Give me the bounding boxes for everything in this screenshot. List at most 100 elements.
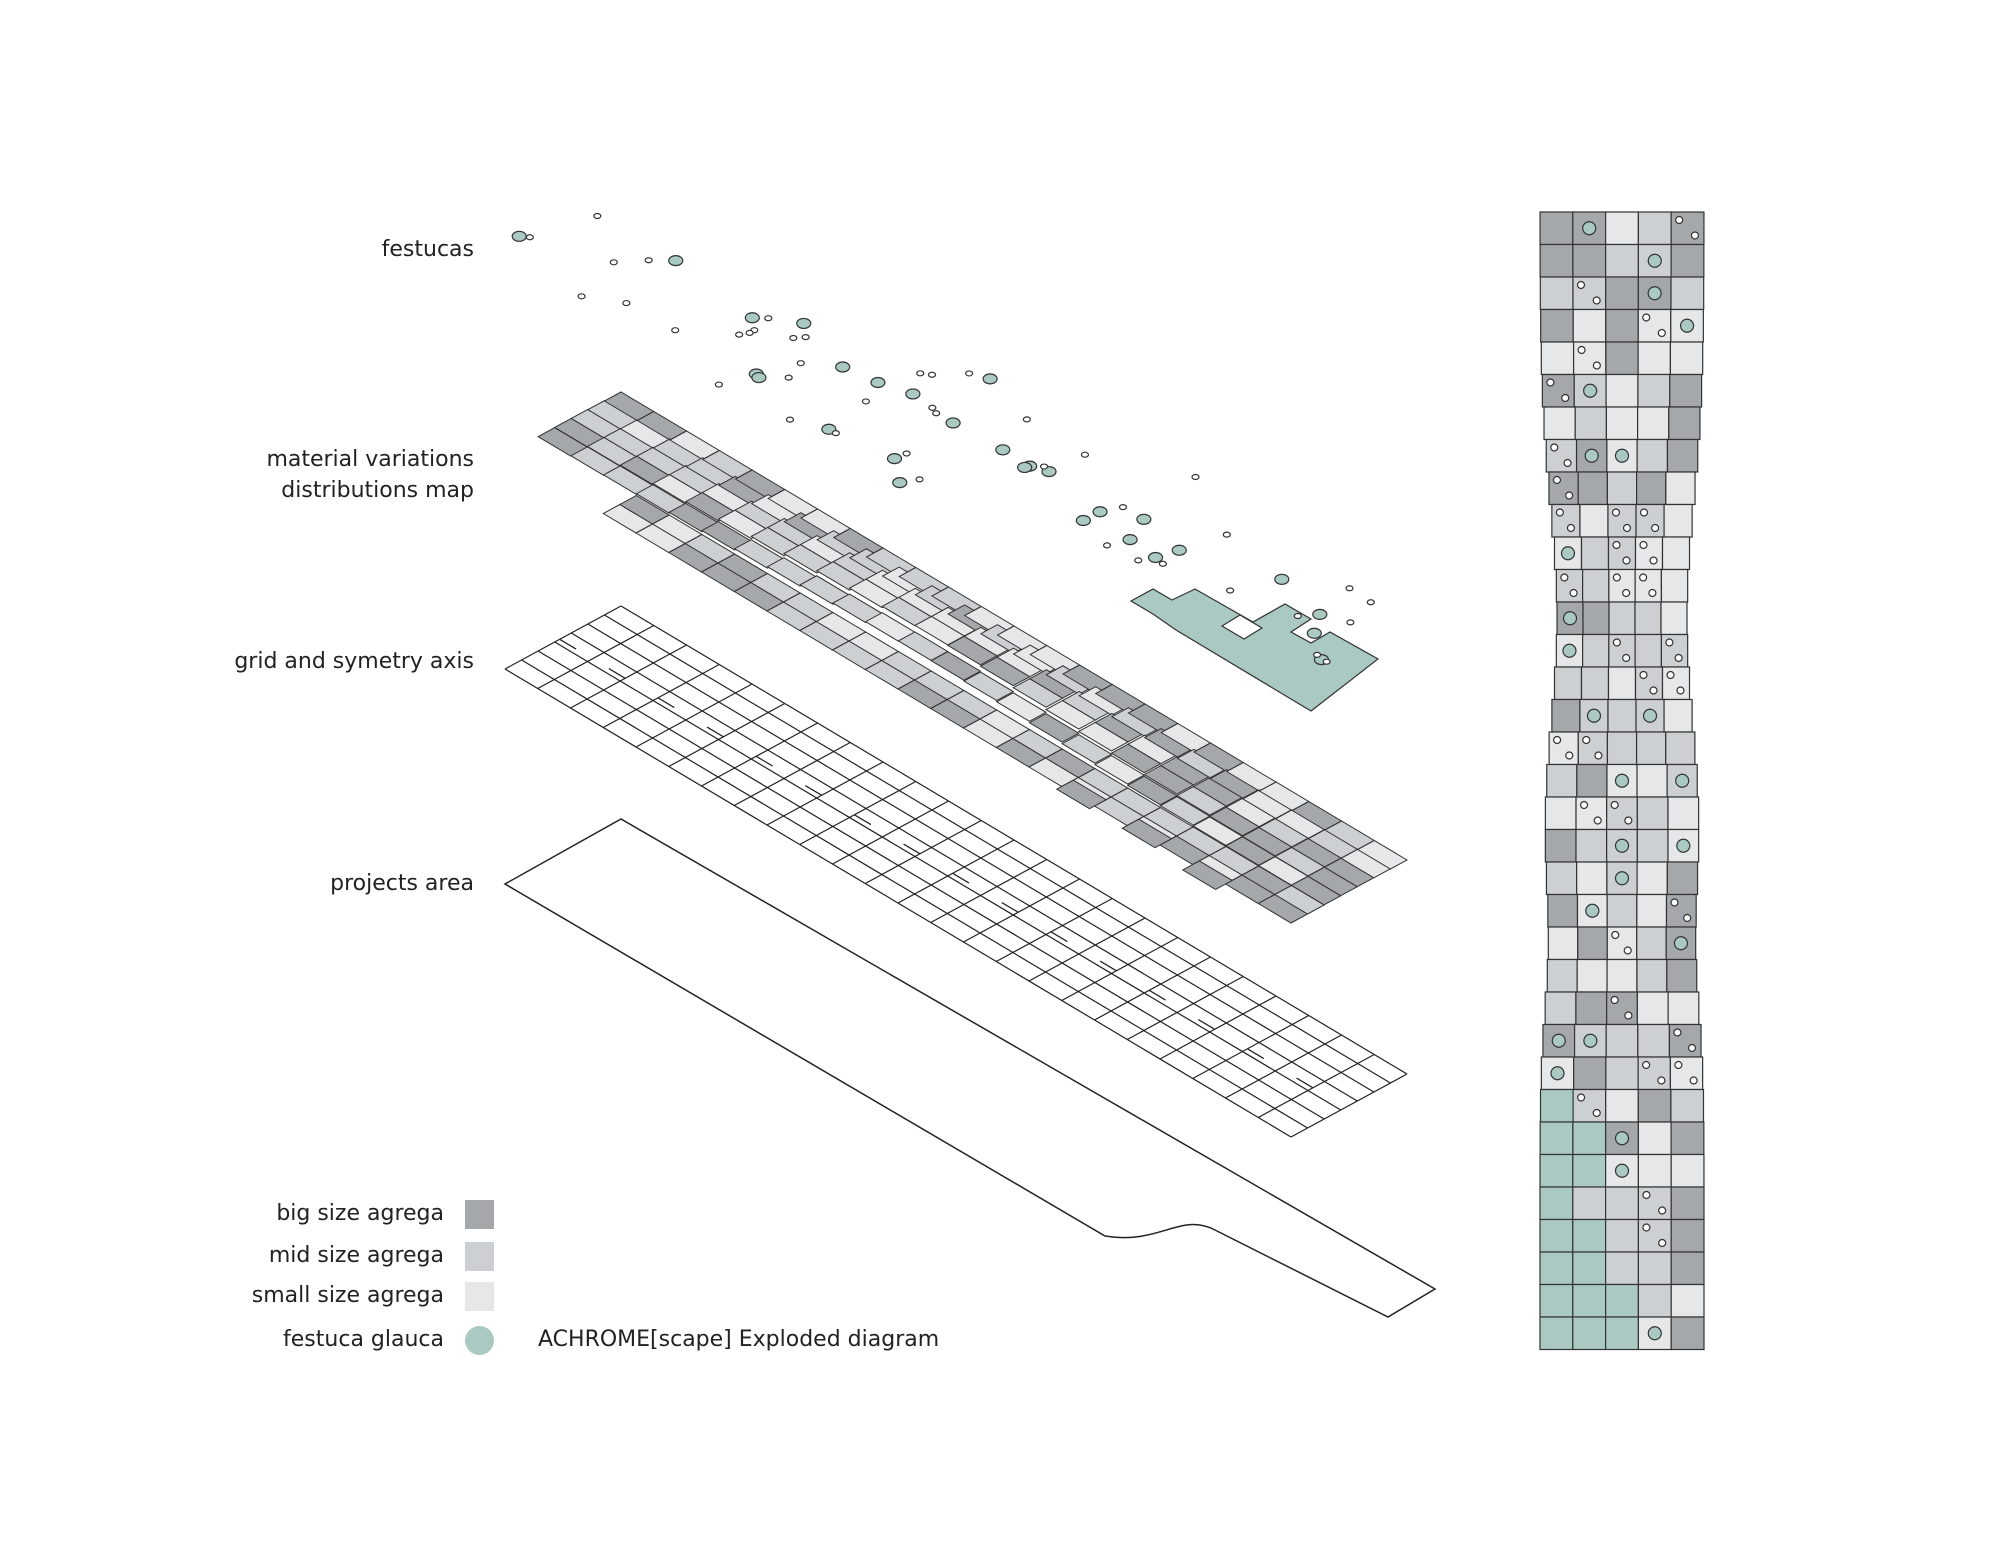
plan-cell xyxy=(1665,731,1696,766)
grid-line xyxy=(604,614,1391,1084)
plan-cell xyxy=(1605,276,1639,311)
plan-cell xyxy=(1663,698,1693,733)
festuca-circle xyxy=(1585,903,1600,918)
plan-cell xyxy=(1573,1056,1607,1091)
plan-cell xyxy=(1636,861,1668,896)
plan-cell xyxy=(1606,731,1638,766)
festuca-circle xyxy=(1642,708,1658,723)
plan-cell xyxy=(1544,991,1577,1026)
grid-line xyxy=(537,624,655,690)
symmetry-axis-dash xyxy=(657,697,675,709)
grid-line xyxy=(864,819,982,885)
plan-cell xyxy=(1636,763,1668,798)
legend-swatch-festuca xyxy=(465,1326,494,1355)
festuca-small-circle xyxy=(1592,1108,1601,1118)
symmetry-axis-dash xyxy=(1198,1019,1215,1030)
label-material-variations: material variations xyxy=(266,447,474,472)
symmetry-axis-dash xyxy=(1148,989,1166,1001)
plan-cell xyxy=(1636,958,1668,993)
festuca-small-circle xyxy=(1577,345,1586,355)
plan-cell xyxy=(1670,1251,1705,1286)
plan-cell xyxy=(1572,308,1607,343)
distribution-cell xyxy=(962,671,1015,702)
grid-line xyxy=(554,641,1342,1111)
festuca-small-circle xyxy=(1592,296,1601,305)
plan-cell xyxy=(1577,471,1608,506)
festuca-small-circle xyxy=(1658,1206,1667,1215)
label-festucas: festucas xyxy=(381,237,474,262)
festuca-dot xyxy=(831,430,840,437)
plan-cell xyxy=(1605,308,1639,343)
symmetry-axis-dash xyxy=(559,638,577,650)
festuca-dot xyxy=(916,370,925,377)
grid-line xyxy=(930,858,1048,924)
plan-cell xyxy=(1605,1186,1639,1221)
symmetry-axis-dash xyxy=(952,872,970,884)
legend-swatch-mid xyxy=(465,1242,494,1271)
festuca-dot xyxy=(751,371,767,384)
festuca-small-circle xyxy=(1690,231,1700,240)
plan-cell xyxy=(1670,243,1705,278)
plan-cell xyxy=(1539,1283,1574,1318)
festuca-small-circle xyxy=(1566,523,1576,533)
plan-cell xyxy=(1582,568,1610,603)
plan-cell xyxy=(1574,406,1608,441)
festuca-small-circle xyxy=(1670,898,1679,907)
distribution-map-layer xyxy=(537,391,1409,924)
festuca-circle xyxy=(1550,1066,1565,1081)
grid-line xyxy=(963,878,1080,943)
festuca-circle xyxy=(1647,286,1662,301)
plan-cell xyxy=(1637,211,1672,246)
plan-cell xyxy=(1548,731,1579,766)
plan-cell xyxy=(1666,438,1699,473)
festuca-dot xyxy=(1134,557,1143,564)
festuca-small-circle xyxy=(1673,1028,1682,1037)
festuca-dot xyxy=(1092,506,1108,518)
festuca-small-circle xyxy=(1639,508,1649,517)
festuca-small-circle xyxy=(1657,328,1666,338)
plan-cell xyxy=(1575,796,1608,831)
festuca-circle xyxy=(1583,383,1598,398)
plan-cell xyxy=(1670,1186,1705,1221)
festuca-circle xyxy=(1614,838,1630,853)
plan-cell xyxy=(1636,471,1667,506)
symmetry-axis-dash xyxy=(1296,1077,1314,1089)
symmetry-axis-dash xyxy=(1001,902,1019,913)
festuca-small-circle xyxy=(1582,735,1591,745)
grid-line xyxy=(1257,1053,1375,1119)
festuca-dot xyxy=(668,255,684,267)
festuca-dot xyxy=(1102,542,1112,549)
plan-cell xyxy=(1539,1251,1574,1286)
plan-cell xyxy=(1665,893,1697,928)
plan-cell xyxy=(1551,503,1581,538)
legend-label-big: big size agrega xyxy=(276,1201,444,1226)
projects-area-outline xyxy=(503,818,1437,1318)
grid-line xyxy=(521,659,1308,1129)
plan-cell xyxy=(1540,308,1574,343)
plan-cell xyxy=(1605,1088,1639,1123)
festuca-circle xyxy=(1614,871,1630,886)
plan-cell xyxy=(1546,958,1578,993)
symmetry-axis-dash xyxy=(706,726,724,738)
festuca-small-circle xyxy=(1622,523,1632,533)
distribution-cell xyxy=(1181,860,1234,890)
grid-line xyxy=(504,668,1292,1138)
plan-cell xyxy=(1539,276,1574,311)
festuca-dot xyxy=(965,370,974,377)
plan-cell xyxy=(1555,568,1584,603)
festuca-small-circle xyxy=(1639,670,1648,680)
festuca-dot xyxy=(789,334,798,342)
symmetry-axis-dash xyxy=(755,755,773,767)
festuca-dot xyxy=(886,453,903,465)
festuca-dot xyxy=(982,373,998,385)
festuca-small-circle xyxy=(1579,800,1589,810)
festuca-dot xyxy=(1346,619,1355,626)
festuca-dot xyxy=(644,257,653,264)
plan-cell xyxy=(1539,1218,1574,1253)
plan-cell xyxy=(1576,763,1608,798)
plan-cell xyxy=(1667,796,1700,831)
grid-line xyxy=(1159,995,1277,1060)
grid-line xyxy=(799,780,917,846)
plan-cell xyxy=(1607,698,1637,733)
festuca-small-circle xyxy=(1639,573,1648,582)
